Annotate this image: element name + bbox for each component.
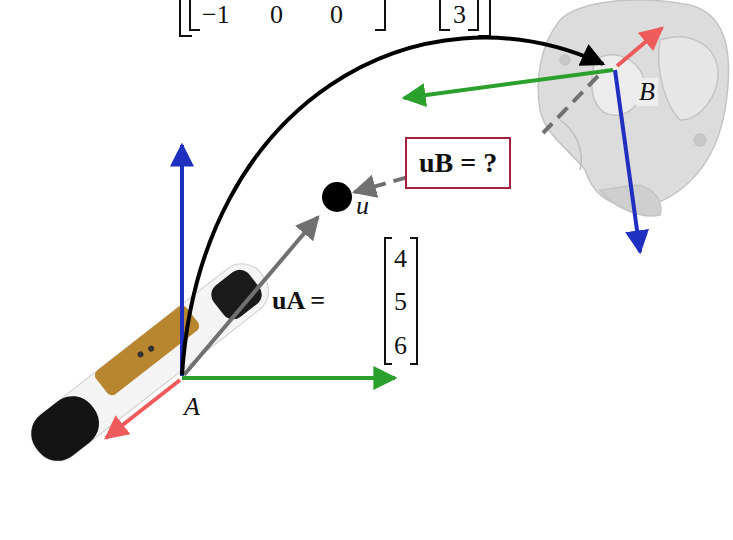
- dot-shape: [322, 182, 352, 212]
- frame-name: A: [184, 394, 200, 420]
- query-box: uB = ?: [405, 137, 511, 189]
- matrix-bracket: [180, 0, 490, 36]
- matrix-cell: 0: [330, 2, 343, 28]
- dashed-lead: [543, 76, 598, 133]
- matrix-cell: 3: [453, 2, 466, 28]
- point-name: u: [356, 193, 369, 219]
- frame-axes: [106, 145, 395, 438]
- tracked-pen: [22, 254, 279, 470]
- frame-name: B: [636, 78, 658, 106]
- vector-component: 4: [394, 246, 407, 272]
- matrix-bracket: [385, 238, 417, 364]
- transform-curve: [182, 38, 603, 375]
- matrix-cell: −1: [202, 2, 230, 28]
- pelvis-bone: [538, 0, 728, 216]
- dashed-arrow: [354, 177, 407, 192]
- query-text: uB = ?: [419, 149, 497, 177]
- matrix-cell: 0: [270, 2, 283, 28]
- vector-component: 6: [394, 333, 407, 359]
- vector-name: uA =: [272, 288, 325, 314]
- vector-component: 5: [394, 289, 407, 315]
- frame-axes: [404, 28, 662, 252]
- point-dot: u: [322, 182, 352, 212]
